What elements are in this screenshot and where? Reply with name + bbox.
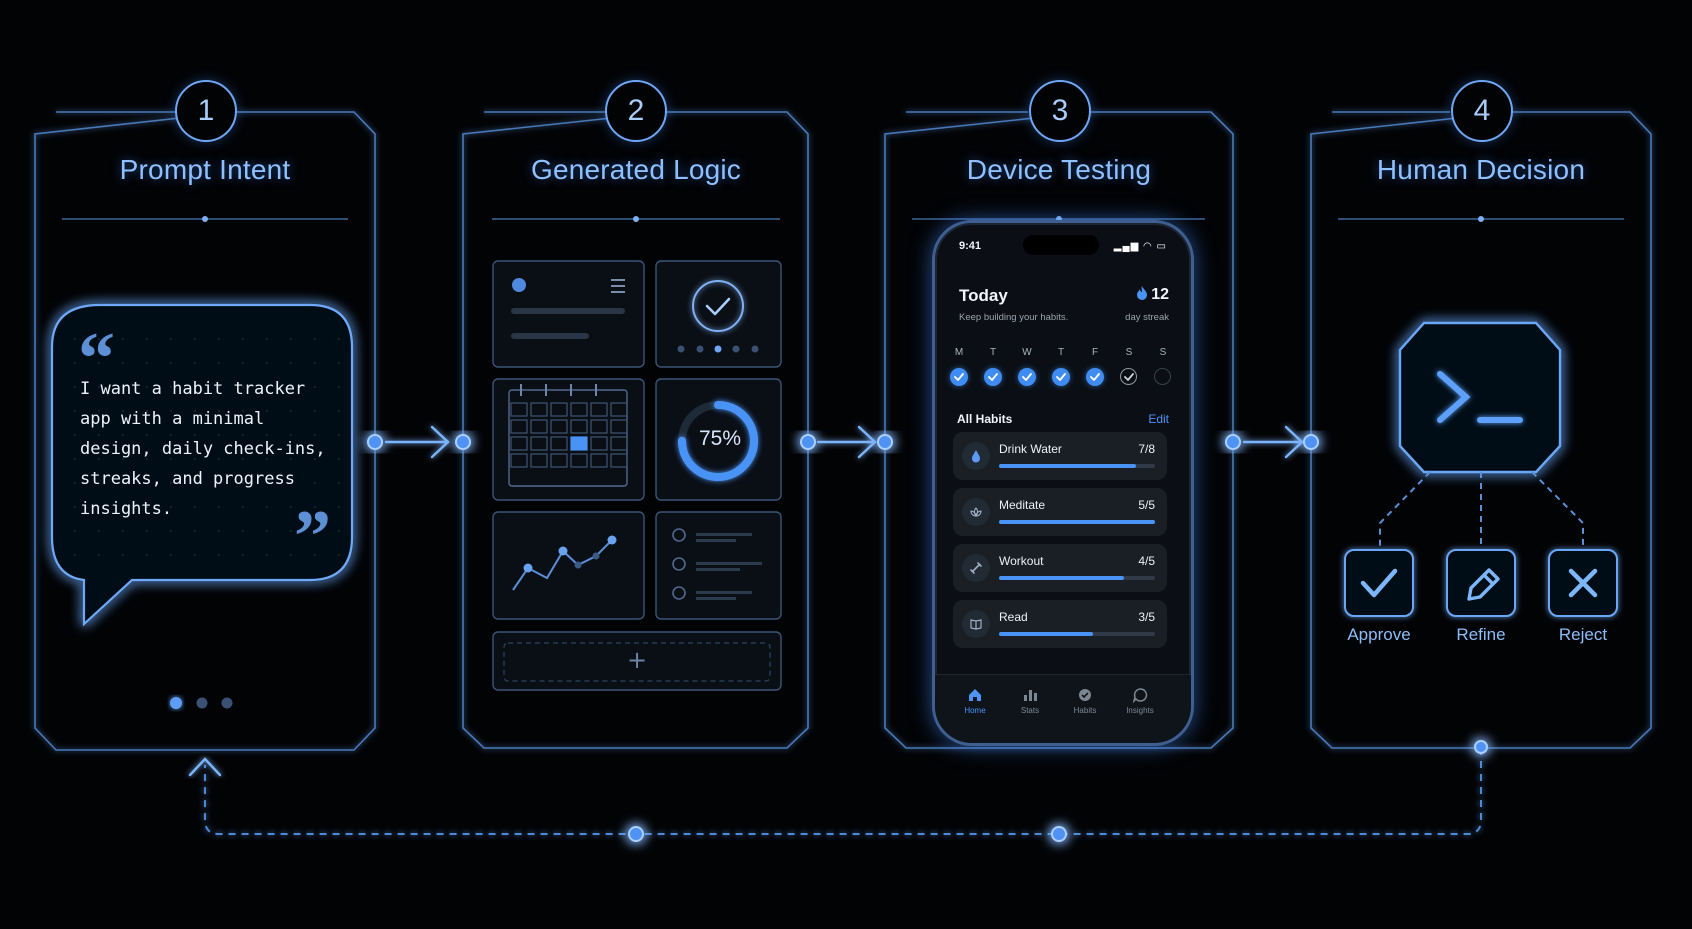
habits-icon: [1079, 689, 1091, 701]
step-number-4: 4: [1451, 80, 1513, 142]
habit-progress-value: 3/5: [1138, 610, 1155, 624]
refine-label[interactable]: Refine: [1456, 625, 1506, 644]
feedback-loop: [204, 748, 1482, 835]
header-title: Today: [959, 286, 1008, 305]
day-check-done[interactable]: [1018, 368, 1036, 386]
step-number-2: 2: [605, 80, 667, 142]
day-check-done[interactable]: [984, 368, 1002, 386]
add-card-button[interactable]: +: [626, 646, 648, 674]
dumbbell-icon: [962, 554, 990, 582]
day-label: S: [1159, 347, 1167, 358]
progress-ring-fill: [678, 401, 758, 481]
status-time: 9:41: [959, 240, 982, 252]
habit-progress-fill: [999, 520, 1155, 524]
step-title-1: Prompt Intent: [119, 154, 291, 185]
habit-name: Workout: [999, 554, 1044, 568]
habit-progress-fill: [999, 576, 1124, 580]
checklist-wireframe: [672, 528, 686, 600]
stats-icon: [1024, 690, 1037, 701]
day-label: T: [1057, 347, 1065, 358]
habit-progress-track: [999, 576, 1155, 580]
day-label: F: [1091, 347, 1099, 358]
sparkline-chart: [512, 535, 617, 591]
refine-pencil-icon: [1467, 568, 1500, 601]
section-title: All Habits: [957, 412, 1013, 426]
habit-progress-track: [999, 464, 1155, 468]
phone-mockup: 9:41 ▂▄▆ ◠ ▭ Today Keep building your ha…: [932, 220, 1194, 746]
day-check-done[interactable]: [950, 368, 968, 386]
day-check-partial[interactable]: [1120, 368, 1137, 385]
day-label: T: [989, 347, 997, 358]
calendar-grid: [508, 384, 628, 487]
flame-icon: [1137, 286, 1148, 300]
habit-progress-track: [999, 520, 1155, 524]
edit-link[interactable]: Edit: [1148, 412, 1169, 426]
close-quote-icon: ”: [294, 496, 331, 578]
step-number-3: 3: [1029, 80, 1091, 142]
tab-habits[interactable]: Habits: [1055, 687, 1115, 715]
habit-progress-fill: [999, 464, 1136, 468]
refine-box: [1446, 549, 1516, 617]
tab-home[interactable]: Home: [945, 687, 1005, 715]
streak-label: day streak: [1125, 312, 1169, 323]
status-icons: ▂▄▆ ◠ ▭: [1113, 241, 1167, 252]
lotus-icon: [962, 498, 990, 526]
carousel-dots: [170, 697, 233, 709]
connectors: [384, 425, 1304, 459]
day-check-off[interactable]: [1154, 368, 1171, 385]
day-label: S: [1125, 347, 1133, 358]
insights-icon: [1132, 688, 1148, 703]
step-title-3: Device Testing: [966, 154, 1152, 185]
streak-value: 12: [1151, 286, 1169, 303]
panel-1-frame: [34, 111, 376, 751]
header-subtitle: Keep building your habits.: [959, 312, 1069, 323]
water-drop-icon: [962, 442, 990, 470]
habit-name: Drink Water: [999, 442, 1062, 456]
habit-progress-track: [999, 632, 1155, 636]
terminal-octagon: [1398, 321, 1562, 474]
day-check-done[interactable]: [1086, 368, 1104, 386]
dynamic-island: [1023, 235, 1099, 255]
habit-progress-value: 5/5: [1138, 498, 1155, 512]
habit-name: Meditate: [999, 498, 1046, 512]
day-label: W: [1022, 347, 1032, 358]
approve-box: [1344, 549, 1414, 617]
terminal-prompt-icon: [1437, 371, 1523, 423]
home-icon: [969, 689, 981, 701]
habit-progress-fill: [999, 632, 1093, 636]
book-icon: [962, 610, 990, 638]
day-label: M: [954, 347, 964, 358]
tab-label: Home: [964, 706, 986, 715]
step-number-1: 1: [175, 80, 237, 142]
approve-check-icon: [1360, 568, 1398, 598]
habit-progress-value: 7/8: [1138, 442, 1155, 456]
tab-label: Insights: [1126, 706, 1154, 715]
progress-percent: 75%: [698, 427, 742, 450]
panel-4-frame: [1310, 111, 1652, 749]
habit-card[interactable]: Read 3/5: [953, 600, 1167, 648]
habit-progress-value: 4/5: [1138, 554, 1155, 568]
habit-card[interactable]: Drink Water 7/8: [953, 432, 1167, 480]
approve-label[interactable]: Approve: [1347, 625, 1411, 644]
habit-card[interactable]: Meditate 5/5: [953, 488, 1167, 536]
reject-x-icon: [1568, 568, 1598, 598]
habit-name: Read: [999, 610, 1028, 624]
panel-2-frame: [462, 111, 809, 749]
tab-label: Stats: [1020, 706, 1040, 715]
streak-count: 12: [1136, 286, 1169, 304]
prompt-text: I want a habit tracker app with a minima…: [80, 379, 326, 519]
tab-insights[interactable]: Insights: [1110, 687, 1170, 715]
tab-bar: Home Stats Habits Insights: [935, 674, 1191, 743]
step-title-4: Human Decision: [1376, 154, 1586, 185]
open-quote-icon: “: [78, 318, 115, 400]
step-title-2: Generated Logic: [530, 154, 742, 185]
tab-label: Habits: [1073, 706, 1097, 715]
reject-label[interactable]: Reject: [1558, 625, 1608, 644]
habit-card[interactable]: Workout 4/5: [953, 544, 1167, 592]
panel-3-frame: [884, 111, 1234, 749]
tab-stats[interactable]: Stats: [1000, 687, 1060, 715]
day-check-done[interactable]: [1052, 368, 1070, 386]
